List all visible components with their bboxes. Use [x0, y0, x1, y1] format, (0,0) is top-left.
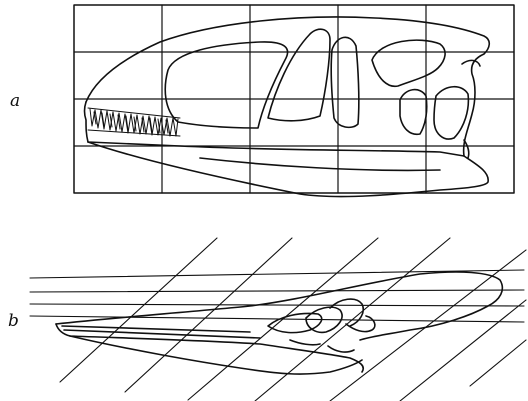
panel-label-b: b — [8, 311, 19, 331]
panel-a-skull — [85, 17, 490, 197]
panel-a-grid — [74, 5, 514, 193]
skull-a-temporal-opening — [400, 90, 427, 135]
panel-label-a: a — [10, 91, 20, 111]
skull-a-infratemporal-fenestra — [372, 40, 445, 86]
panel-b-skull — [56, 272, 502, 374]
skull-a-orbit — [331, 37, 359, 127]
skull-a-outline — [86, 17, 489, 156]
panel-a-teeth — [88, 108, 180, 136]
skull-a-snout — [85, 102, 465, 156]
skull-a-lower-jaw — [88, 142, 488, 197]
